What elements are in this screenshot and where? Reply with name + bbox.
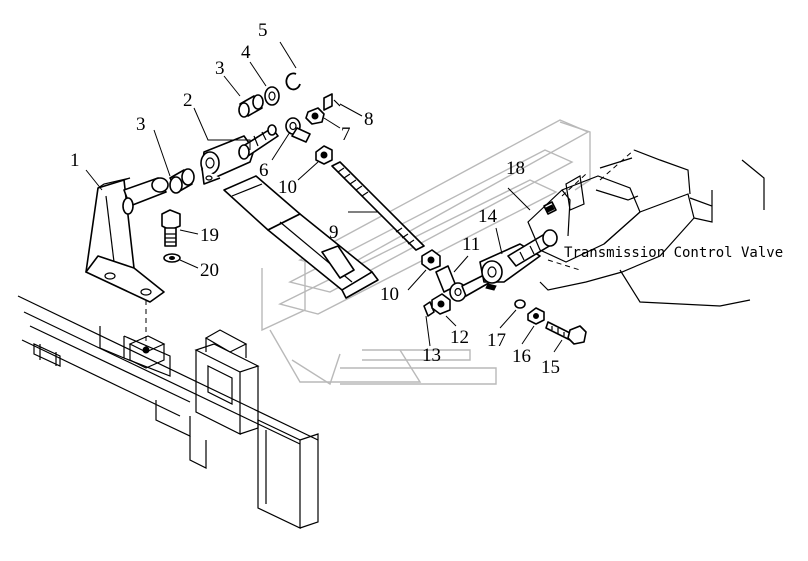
part-20-washer — [163, 253, 181, 263]
callout-8: 8 — [364, 109, 374, 130]
part-13-cotter-pin — [423, 301, 435, 317]
callout-5: 5 — [258, 20, 268, 41]
callout-9: 9 — [329, 222, 339, 243]
shaft-housing — [223, 175, 379, 299]
callout-labels: 1 2 3 3 4 5 6 7 8 9 10 10 11 12 13 14 15… — [70, 20, 560, 378]
callout-2: 2 — [183, 90, 193, 111]
part-5-snap-ring — [285, 72, 301, 91]
part-3-bushing-left — [169, 168, 195, 194]
part-1-bracket — [85, 177, 169, 369]
callout-13: 13 — [422, 345, 441, 366]
leader-lines — [85, 41, 563, 353]
part-7-nut — [305, 107, 325, 125]
callout-3-upper: 3 — [215, 58, 225, 79]
callout-20: 20 — [200, 260, 219, 281]
part-18-key — [543, 201, 557, 215]
callout-14: 14 — [478, 206, 498, 227]
callout-4: 4 — [241, 42, 251, 63]
part-8-cotter-pin — [323, 93, 341, 111]
part-9-rod — [331, 161, 425, 251]
part-16-nut — [527, 307, 545, 325]
callout-12: 12 — [450, 327, 469, 348]
part-3-bushing-upper — [238, 94, 264, 118]
chassis-frame — [17, 295, 319, 529]
part-10-nut-upper — [315, 145, 333, 165]
callout-6: 6 — [259, 160, 269, 181]
part-15-bolt — [545, 321, 587, 345]
callout-16: 16 — [512, 346, 531, 367]
callout-11: 11 — [462, 234, 480, 255]
part-6-rod-end — [285, 117, 311, 143]
part-17-washer — [514, 299, 526, 309]
callout-3-left: 3 — [136, 114, 146, 135]
part-19-bolt — [161, 209, 181, 247]
part-14-valve-lever — [479, 229, 558, 291]
callout-17: 17 — [487, 330, 506, 351]
part-10-nut-lower — [421, 249, 441, 271]
part-2-lever — [200, 124, 279, 185]
valve-caption: Transmission Control Valve — [564, 245, 783, 261]
callout-7: 7 — [341, 124, 351, 145]
callout-18: 18 — [506, 158, 525, 179]
transmission-control-valve — [527, 149, 765, 307]
callout-10-upper: 10 — [278, 177, 297, 198]
part-12-nut — [431, 293, 451, 315]
callout-15: 15 — [541, 357, 560, 378]
part-4-washer — [264, 86, 280, 106]
callout-1: 1 — [70, 150, 80, 171]
callout-19: 19 — [200, 225, 219, 246]
callout-10-lower: 10 — [380, 284, 399, 305]
